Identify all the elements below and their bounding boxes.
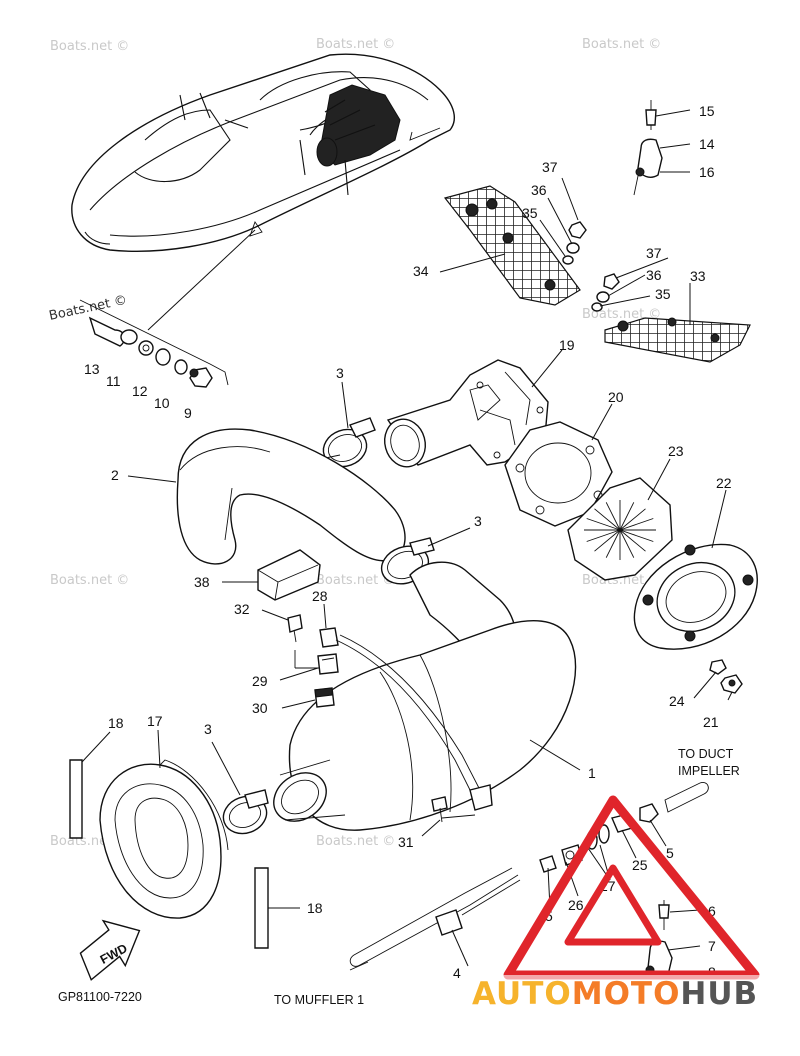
screen-ray — [619, 529, 635, 558]
watermark: Boats.net © — [48, 293, 129, 324]
logo-hub: HUB — [680, 976, 758, 1012]
screen-ray — [619, 529, 654, 542]
watermark: Boats.net © — [316, 573, 395, 588]
callout-35: 35 — [655, 286, 671, 302]
fasteners-21-24 — [693, 659, 743, 701]
logo-auto: AUTO — [472, 976, 572, 1012]
ring-plate-part — [633, 489, 758, 650]
logo-triangle — [503, 795, 760, 980]
callout-4: 4 — [453, 965, 461, 981]
screen-ray — [586, 529, 621, 542]
upper-pipe-parts — [315, 349, 563, 468]
screen-ray — [605, 502, 621, 531]
callout-19: 19 — [559, 337, 575, 353]
watermark: Boats.net © — [50, 573, 129, 588]
callout-6: 6 — [708, 903, 716, 919]
callout-21: 21 — [703, 714, 719, 730]
callout-9: 9 — [184, 405, 192, 421]
callout-15: 15 — [699, 103, 715, 119]
callout-3: 3 — [336, 365, 344, 381]
callout-37: 37 — [542, 159, 558, 175]
forward-arrow: FWD — [79, 919, 141, 981]
callout-14: 14 — [699, 136, 715, 152]
clamp-parts-top-right — [633, 100, 691, 196]
callout-7: 7 — [708, 938, 716, 954]
exhaust-pipe-part — [127, 428, 406, 565]
callout-1: 1 — [588, 765, 596, 781]
to-duct-note-2: IMPELLER — [678, 764, 740, 778]
watermark: Boats.net © — [316, 834, 395, 849]
callout-18: 18 — [108, 715, 124, 731]
callout-12: 12 — [132, 383, 148, 399]
callout-24: 24 — [669, 693, 685, 709]
callout-28: 28 — [312, 588, 328, 604]
callout-3: 3 — [474, 513, 482, 529]
logo-moto: MOTO — [572, 976, 681, 1012]
duct-and-bars — [69, 729, 300, 949]
watermark: Boats.net © — [316, 37, 395, 52]
callout-26: 26 — [568, 897, 584, 913]
screen-ray — [594, 529, 621, 552]
callout-31: 31 — [398, 834, 414, 850]
logo-triangle-inner — [564, 864, 662, 946]
callout-3: 3 — [204, 721, 212, 737]
callout-36: 36 — [531, 182, 547, 198]
watermark: Boats.net © — [50, 39, 129, 54]
callout-35: 35 — [522, 205, 538, 221]
logo-wordmark: AUTOMOTOHUB — [472, 976, 758, 1012]
callout-30: 30 — [252, 700, 268, 716]
callout-25: 25 — [632, 857, 648, 873]
watermark: Boats.net © — [582, 307, 661, 322]
callout-11: 11 — [106, 373, 121, 389]
watermarks: Boats.net © Boats.net © Boats.net © Boat… — [48, 37, 662, 849]
callout-13: 13 — [84, 361, 100, 377]
callout-18: 18 — [307, 900, 323, 916]
callout-33: 33 — [690, 268, 706, 284]
callout-5: 5 — [666, 845, 674, 861]
to-duct-note: TO DUCT — [678, 747, 734, 761]
callout-17: 17 — [147, 713, 163, 729]
diagram-code: GP81100-7220 — [58, 990, 142, 1004]
callout-labels: 15 14 16 37 36 35 34 37 36 35 33 13 11 1… — [84, 103, 732, 981]
callout-10: 10 — [154, 395, 170, 411]
screen-ray — [605, 529, 621, 558]
callout-34: 34 — [413, 263, 429, 279]
callout-20: 20 — [608, 389, 624, 405]
screen-ray — [619, 502, 635, 531]
screen-ray — [594, 508, 621, 531]
hatched-panels — [439, 177, 751, 363]
callout-2: 2 — [111, 467, 119, 483]
muffler-mounts — [261, 603, 493, 837]
screen-ray — [619, 518, 654, 531]
callout-36: 36 — [646, 267, 662, 283]
callout-16: 16 — [699, 164, 715, 180]
watercraft-overview — [71, 53, 456, 252]
to-muffler-note: TO MUFFLER 1 — [274, 993, 364, 1007]
lower-clamp-part — [211, 741, 269, 835]
callout-5: 5 — [545, 908, 553, 924]
screen-part — [567, 458, 673, 581]
screen-ray — [619, 529, 646, 552]
screen-ray — [586, 518, 621, 531]
callout-38: 38 — [194, 574, 210, 590]
callout-32: 32 — [234, 601, 250, 617]
callout-37: 37 — [646, 245, 662, 261]
hull-fitting-parts — [79, 229, 256, 388]
callout-23: 23 — [668, 443, 684, 459]
screen-ray — [619, 508, 646, 531]
callout-22: 22 — [716, 475, 732, 491]
callout-29: 29 — [252, 673, 268, 689]
gasket-part — [504, 403, 613, 527]
watermark: Boats.net © — [582, 37, 661, 52]
bracket-38 — [222, 549, 321, 601]
automotohub-logo: AUTOMOTOHUB — [470, 795, 792, 1012]
